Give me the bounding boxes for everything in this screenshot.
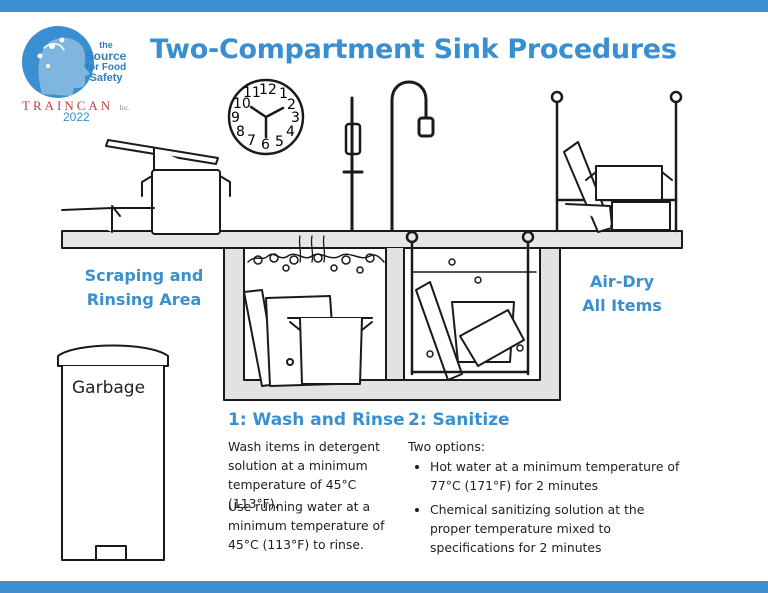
scraping-label-line1: Scraping and (84, 266, 204, 285)
scraping-area-label: Scraping and Rinsing Area (76, 264, 212, 312)
running-water (298, 235, 326, 263)
sanitize-option: Chemical sanitizing solution at the prop… (430, 500, 680, 557)
clock-numeral: 8 (236, 124, 245, 140)
wash-water (247, 253, 385, 274)
sanitize-items (415, 281, 525, 381)
clock-numeral: 6 (261, 137, 270, 153)
wash-paragraph-1: Wash items in detergent solution at a mi… (228, 439, 380, 511)
clock-numeral: 2 (287, 97, 296, 113)
clock-numeral: 7 (247, 133, 256, 149)
clock-icon (227, 78, 305, 156)
drying-items (563, 141, 673, 233)
wash-paragraph-2: Use running water at a minimum temperatu… (228, 499, 385, 552)
logo-line: for Food (85, 62, 127, 73)
clock-numeral: 9 (231, 110, 240, 126)
top-band (0, 0, 768, 12)
clock-numeral: 11 (243, 85, 261, 101)
logo-brand-name: TRAINCAN (22, 98, 114, 113)
wash-heading: 1: Wash and Rinse (228, 410, 405, 430)
logo-line: Safety (89, 72, 123, 84)
sanitize-basin (411, 258, 537, 358)
wash-items (243, 289, 373, 387)
scraping-label-line2: Rinsing Area (86, 290, 202, 309)
logo-brand-suffix: Inc. (119, 104, 131, 112)
bottom-band (0, 581, 768, 593)
logo-year: 2022 (63, 110, 90, 124)
clock-numeral: 1 (279, 86, 288, 102)
logo-text: the Source for Food Safety (84, 40, 128, 84)
sanitize-intro: Two options: (408, 439, 485, 454)
logo-head-icon (22, 26, 94, 98)
clock-numeral: 4 (286, 124, 295, 140)
sanitize-options: Hot water at a minimum temperature of 77… (410, 457, 680, 562)
logo-line: the (99, 40, 113, 50)
scraping-items (61, 139, 231, 235)
clock-numeral: 3 (291, 110, 300, 126)
faucet-icon (342, 80, 435, 234)
garbage-label: Garbage (72, 378, 146, 398)
garbage-can-icon (57, 344, 169, 561)
logo-brand: TRAINCAN Inc. (22, 98, 130, 114)
air-dry-label-line1: Air-Dry (590, 272, 654, 291)
page-title: Two-Compartment Sink Procedures (150, 34, 677, 65)
air-dry-label-line2: All Items (582, 296, 662, 315)
sanitize-rack (405, 230, 535, 376)
sanitize-heading: 2: Sanitize (408, 410, 510, 430)
sanitize-option: Hot water at a minimum temperature of 77… (430, 457, 680, 495)
clock-numeral: 10 (233, 96, 251, 112)
air-dry-label: Air-Dry All Items (566, 270, 678, 318)
clock-numeral: 5 (275, 134, 284, 150)
clock-numeral: 12 (259, 82, 277, 98)
logo-line: Source (85, 49, 127, 63)
